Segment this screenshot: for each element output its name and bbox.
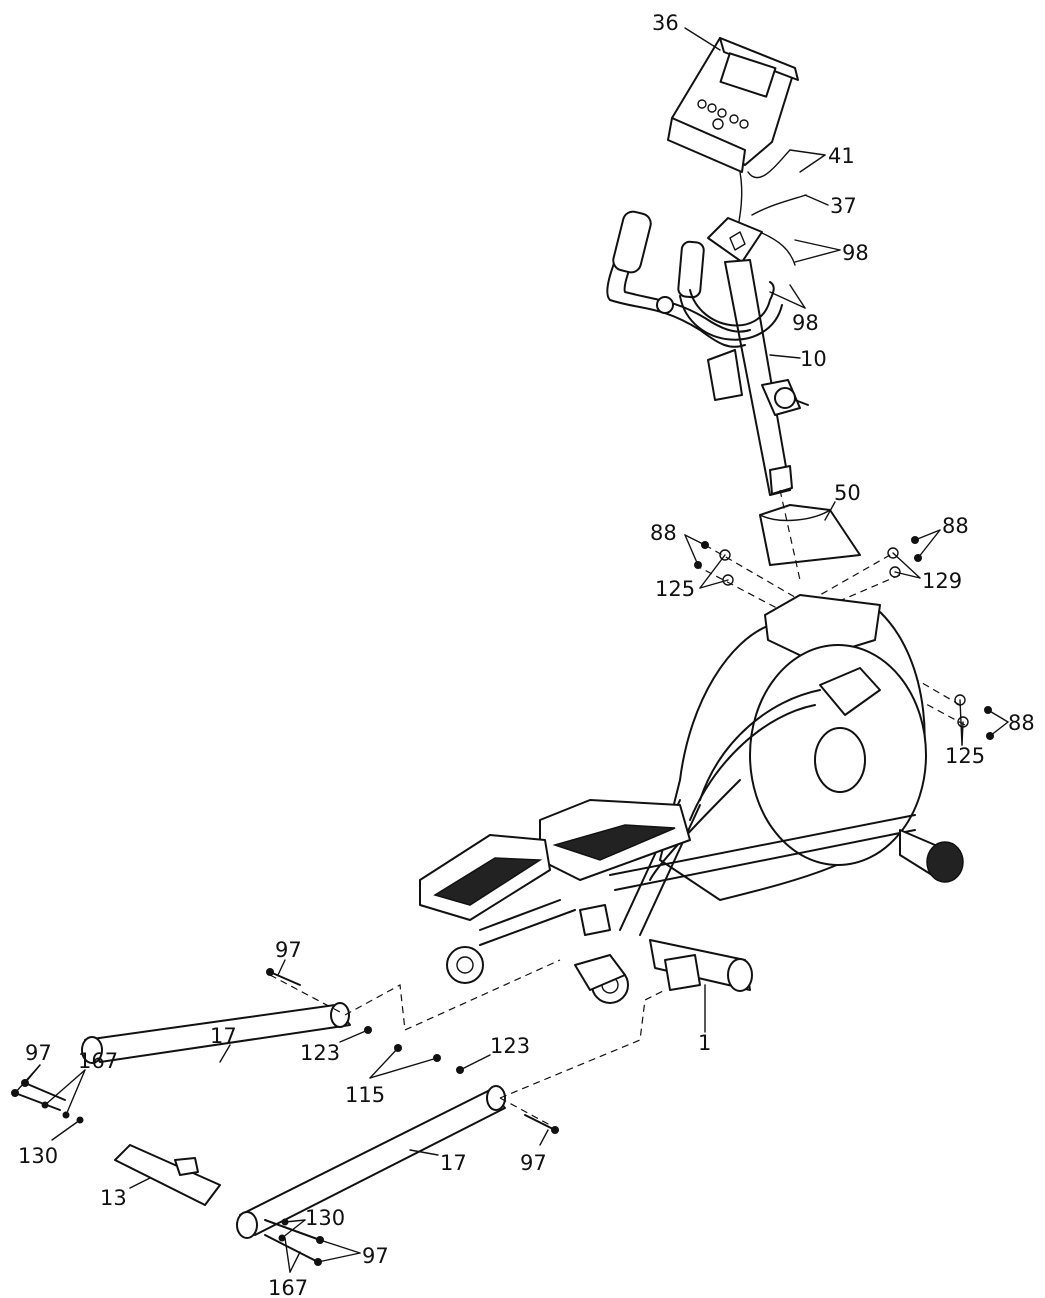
callout-125a: 125 — [655, 577, 695, 601]
callout-130b: 130 — [305, 1206, 345, 1230]
callout-88c: 88 — [1008, 711, 1035, 735]
callout-167a: 167 — [78, 1049, 118, 1073]
callout-115: 115 — [345, 1083, 385, 1107]
callout-130a: 130 — [18, 1144, 58, 1168]
front-base — [649, 939, 753, 992]
left-rail — [81, 1002, 351, 1064]
callout-123b: 123 — [490, 1034, 530, 1058]
callout-167b: 167 — [268, 1276, 308, 1298]
main-frame — [609, 594, 964, 936]
rear-stabilizer — [114, 1144, 221, 1206]
callout-88a: 88 — [650, 521, 677, 545]
leader-lines — [14, 27, 1009, 1273]
callout-37: 37 — [830, 194, 857, 218]
callout-98b: 98 — [792, 311, 819, 335]
callout-123a: 123 — [300, 1041, 340, 1065]
mast-cover — [759, 504, 861, 566]
callout-17b: 17 — [440, 1151, 467, 1175]
callout-97c: 97 — [520, 1151, 547, 1175]
callout-10: 10 — [800, 347, 827, 371]
callout-97d: 97 — [362, 1244, 389, 1268]
callout-129: 129 — [922, 569, 962, 593]
upper-mast — [707, 259, 809, 496]
console-assembly — [667, 37, 799, 173]
console-wiring — [707, 149, 807, 266]
callout-97a: 97 — [275, 938, 302, 962]
callout-1: 1 — [698, 1031, 711, 1055]
callout-88b: 88 — [942, 514, 969, 538]
rail-bolts — [11, 968, 559, 1266]
callout-125b: 125 — [945, 744, 985, 768]
handlebar-assembly — [606, 210, 783, 348]
callout-36: 36 — [652, 11, 679, 35]
callout-98a: 98 — [842, 241, 869, 265]
callout-50: 50 — [834, 481, 861, 505]
callout-17a: 17 — [210, 1024, 237, 1048]
right-rail — [236, 1085, 506, 1239]
callout-labels: 36 41 37 98 98 10 50 88 88 125 129 88 12… — [18, 11, 1035, 1298]
callout-97b: 97 — [25, 1041, 52, 1065]
assembly-lines — [269, 489, 801, 1126]
callout-13: 13 — [100, 1186, 127, 1210]
callout-41: 41 — [828, 144, 855, 168]
pedal-assembly — [419, 799, 691, 1004]
